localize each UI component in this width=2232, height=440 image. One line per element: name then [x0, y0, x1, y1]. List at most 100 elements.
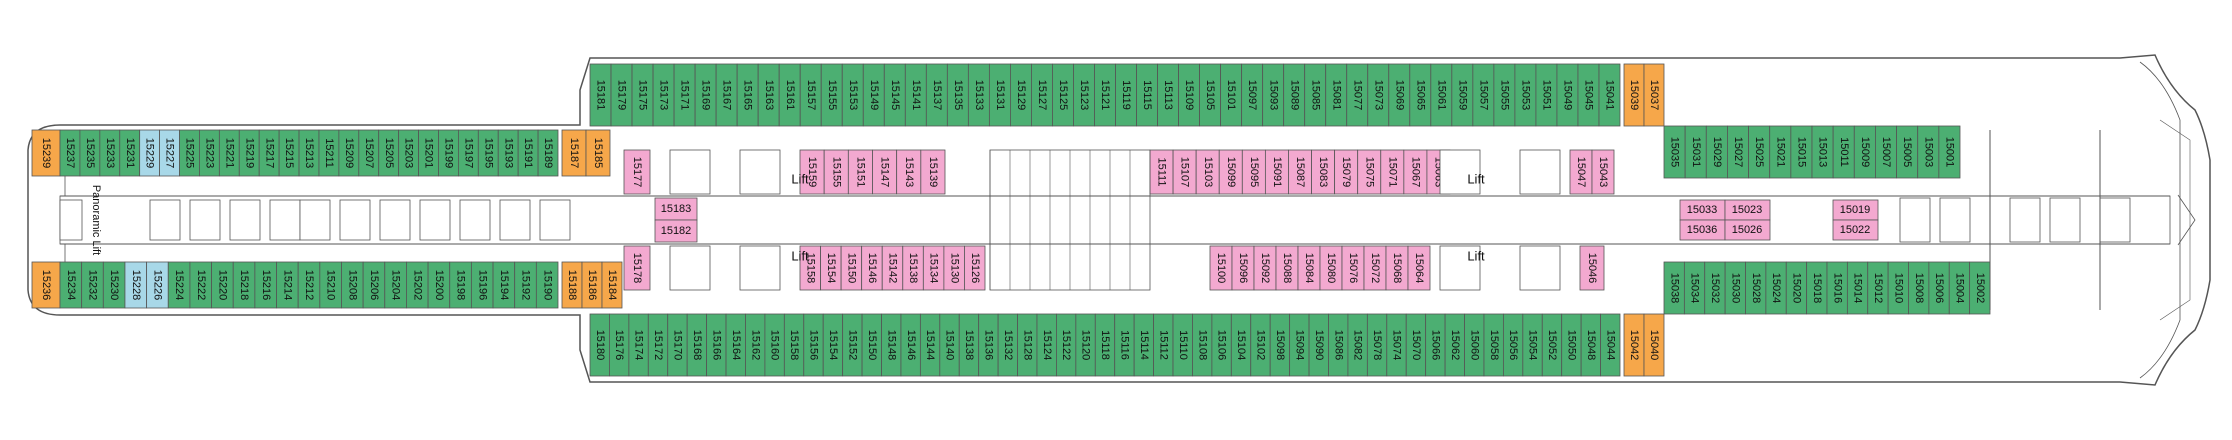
lift-label-fwd-top: Lift: [1467, 171, 1485, 186]
cabin-number-15006: 15006: [1933, 273, 1945, 304]
interior-cabin-15177: [623, 149, 651, 195]
cabin-number-15048: 15048: [1585, 330, 1597, 361]
cabin-number-15026: 15026: [1732, 224, 1763, 236]
cabin-number-15219: 15219: [243, 138, 255, 169]
aft-corridor-fixture-1: [189, 199, 221, 241]
cabin-number-15207: 15207: [363, 138, 375, 169]
cabin-number-15002: 15002: [1974, 273, 1986, 304]
mid-bottom-cabin-15044: [1600, 313, 1621, 377]
cabin-number-15196: 15196: [476, 270, 488, 301]
cabin-number-15076: 15076: [1347, 253, 1359, 284]
cabin-number-15042: 15042: [1628, 330, 1640, 361]
cabin-number-15045: 15045: [1583, 80, 1595, 111]
cabin-number-15107: 15107: [1179, 157, 1191, 188]
cabin-number-15071: 15071: [1386, 157, 1398, 188]
fwd-fixture-2: [2009, 197, 2041, 243]
interior-cabin-15182: [654, 219, 698, 243]
cabin-number-15169: 15169: [700, 80, 712, 111]
cabin-number-15180: 15180: [594, 330, 606, 361]
cabin-number-15137: 15137: [931, 80, 943, 111]
cabin-number-15214: 15214: [281, 270, 293, 301]
cabin-number-15057: 15057: [1477, 80, 1489, 111]
cabin-number-15018: 15018: [1811, 273, 1823, 304]
cabin-number-15189: 15189: [542, 138, 554, 169]
cabin-number-15108: 15108: [1196, 330, 1208, 361]
cabin-number-15152: 15152: [846, 330, 858, 361]
cabin-number-15038: 15038: [1668, 273, 1680, 304]
cabin-number-15200: 15200: [433, 270, 445, 301]
cabin-number-15172: 15172: [652, 330, 664, 361]
interior-top-cabin-15139: [920, 149, 946, 195]
cabin-number-15067: 15067: [1409, 157, 1421, 188]
cabin-number-15080: 15080: [1325, 253, 1337, 284]
cabin-number-15155: 15155: [826, 80, 838, 111]
cabin-number-15050: 15050: [1566, 330, 1578, 361]
cabin-number-15065: 15065: [1414, 80, 1426, 111]
cabin-number-15168: 15168: [691, 330, 703, 361]
cabin-number-15078: 15078: [1371, 330, 1383, 361]
cabin-number-15058: 15058: [1488, 330, 1500, 361]
cabin-number-15159: 15159: [806, 157, 818, 188]
cabin-number-15051: 15051: [1541, 80, 1553, 111]
cabin-number-15195: 15195: [482, 138, 494, 169]
cabin-number-15197: 15197: [462, 138, 474, 169]
cabin-number-15083: 15083: [1317, 157, 1329, 188]
cabin-number-15116: 15116: [1119, 330, 1131, 360]
cabin-number-15181: 15181: [595, 80, 607, 111]
cabin-number-15068: 15068: [1391, 253, 1403, 284]
cabin-number-15161: 15161: [784, 80, 796, 111]
cabin-number-15193: 15193: [502, 138, 514, 169]
cabin-number-15198: 15198: [455, 270, 467, 301]
cabin-number-15164: 15164: [730, 330, 742, 361]
cabin-number-15158: 15158: [804, 253, 816, 284]
cabin-number-15095: 15095: [1248, 157, 1260, 188]
cabin-number-15039: 15039: [1628, 80, 1640, 111]
cabin-number-15187: 15187: [568, 138, 580, 169]
cabin-number-15027: 15027: [1732, 137, 1744, 168]
cabin-number-15154: 15154: [827, 330, 839, 361]
cabin-number-15049: 15049: [1562, 80, 1574, 111]
cabin-number-15233: 15233: [104, 138, 116, 169]
cabin-number-15099: 15099: [1225, 157, 1237, 188]
aft-bottom-cabin-15190: [535, 261, 559, 309]
cabin-number-15028: 15028: [1750, 273, 1762, 304]
cabin-number-15160: 15160: [769, 330, 781, 361]
fwd-interior-cabin-15022: [1832, 219, 1879, 241]
cabin-number-15062: 15062: [1449, 330, 1461, 361]
cabin-number-15234: 15234: [65, 270, 77, 301]
cabin-number-15119: 15119: [1120, 80, 1132, 110]
cabin-number-15143: 15143: [903, 157, 915, 188]
cabin-number-15202: 15202: [411, 270, 423, 301]
cabin-number-15024: 15024: [1770, 273, 1782, 304]
cabin-number-15128: 15128: [1021, 330, 1033, 361]
cabin-number-15030: 15030: [1729, 273, 1741, 304]
cabin-number-15060: 15060: [1468, 330, 1480, 361]
aft-stair-block-lower: [669, 245, 711, 291]
cabin-number-15075: 15075: [1363, 157, 1375, 188]
cabin-number-15165: 15165: [742, 80, 754, 111]
cabin-number-15224: 15224: [173, 270, 185, 301]
cabin-number-15087: 15087: [1294, 157, 1306, 188]
cabin-number-15032: 15032: [1709, 273, 1721, 304]
cabin-number-15066: 15066: [1429, 330, 1441, 361]
cabin-number-15231: 15231: [124, 138, 136, 169]
cabin-number-15074: 15074: [1391, 330, 1403, 361]
cabin-number-15064: 15064: [1413, 253, 1425, 284]
cabin-number-15229: 15229: [144, 138, 156, 169]
fwd-bottom-suite-15040: [1643, 313, 1665, 377]
cabin-number-15211: 15211: [323, 138, 335, 168]
cabin-number-15069: 15069: [1393, 80, 1405, 111]
aft-bottom-suite: [31, 261, 61, 309]
fwd-fixture-0: [1899, 197, 1931, 243]
cabin-number-15019: 15019: [1840, 204, 1871, 216]
cabin-number-15141: 15141: [910, 80, 922, 111]
cabin-number-15021: 15021: [1774, 137, 1786, 168]
cabin-number-15171: 15171: [679, 80, 691, 111]
cabin-number-15208: 15208: [346, 270, 358, 301]
cabin-number-15112: 15112: [1157, 330, 1169, 360]
cabin-number-15047: 15047: [1575, 157, 1587, 188]
cabin-number-15147: 15147: [879, 157, 891, 188]
cabin-number-15185: 15185: [592, 138, 604, 169]
cabin-number-15209: 15209: [343, 138, 355, 169]
fwd-stair-block: [1519, 149, 1561, 195]
